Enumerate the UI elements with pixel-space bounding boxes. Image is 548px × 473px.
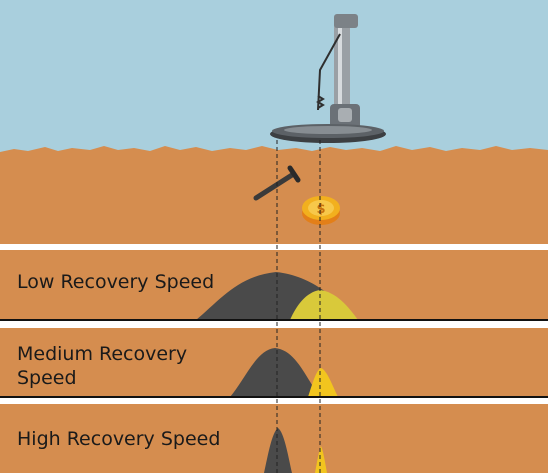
high-recovery-label: High Recovery Speed [17, 428, 221, 450]
medium-recovery-label-line-1: Medium Recovery [17, 343, 188, 365]
low-coin-signal [290, 290, 358, 320]
medium-coin-signal [308, 368, 338, 397]
ground-top [0, 146, 548, 244]
low-recovery-label: Low Recovery Speed [17, 271, 215, 293]
metal-detector-icon [270, 14, 386, 143]
gold-coin-icon: $ [302, 196, 340, 225]
medium-nail-signal [230, 348, 320, 397]
high-nail-signal [264, 428, 292, 473]
coin-symbol: $ [316, 202, 325, 217]
nail-icon [253, 165, 301, 201]
high-coin-signal [315, 446, 327, 473]
medium-recovery-label-line-2: Speed [17, 367, 77, 389]
